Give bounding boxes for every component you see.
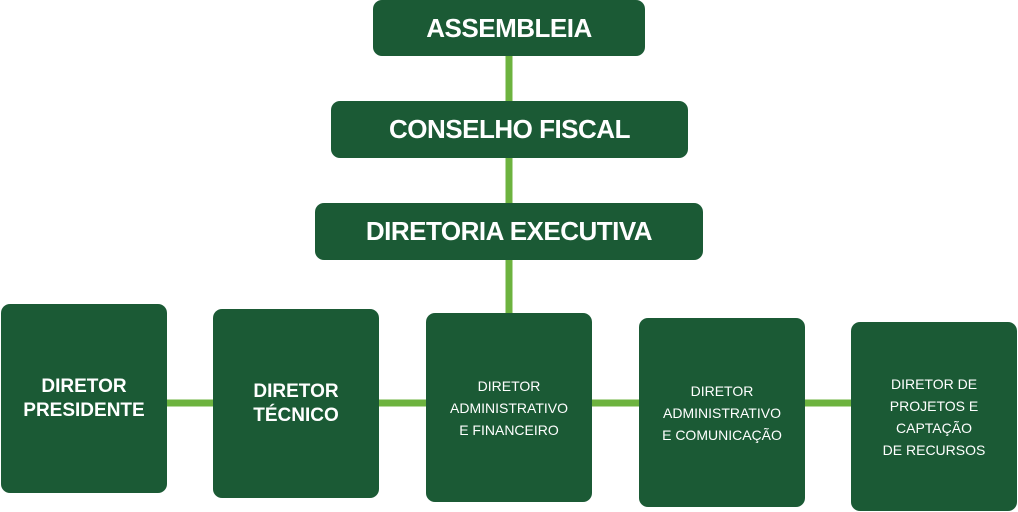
diretor-administrativo-comunicacao-label: DIRETOR ADMINISTRATIVO E COMUNICAÇÃO [662, 382, 782, 443]
assembleia-label: ASSEMBLEIA [426, 12, 592, 43]
conselho-fiscal-box: CONSELHO FISCAL [332, 102, 687, 157]
diretor-projetos-captacao-label: DIRETOR DE PROJETOS E CAPTAÇÃO DE RECURS… [882, 375, 986, 458]
diretor-administrativo-financeiro-box: DIRETOR ADMINISTRATIVO E FINANCEIRO [427, 314, 591, 501]
assembleia-box: ASSEMBLEIA [374, 1, 644, 55]
diretor-tecnico-box: DIRETOR TÉCNICO [214, 310, 378, 497]
diretoria-executiva-box: DIRETORIA EXECUTIVA [316, 204, 702, 259]
conselho-fiscal-label: CONSELHO FISCAL [389, 114, 630, 144]
diretor-administrativo-comunicacao-box: DIRETOR ADMINISTRATIVO E COMUNICAÇÃO [640, 319, 804, 506]
diretor-presidente-label: DIRETOR PRESIDENTE [23, 375, 145, 421]
diretor-administrativo-financeiro-label: DIRETOR ADMINISTRATIVO E FINANCEIRO [450, 377, 568, 438]
diretor-presidente-box: DIRETOR PRESIDENTE [2, 305, 166, 492]
diretor-projetos-captacao-box: DIRETOR DE PROJETOS E CAPTAÇÃO DE RECURS… [852, 323, 1016, 510]
diretor-tecnico-label: DIRETOR TÉCNICO [253, 380, 339, 426]
diretoria-executiva-label: DIRETORIA EXECUTIVA [365, 216, 653, 246]
